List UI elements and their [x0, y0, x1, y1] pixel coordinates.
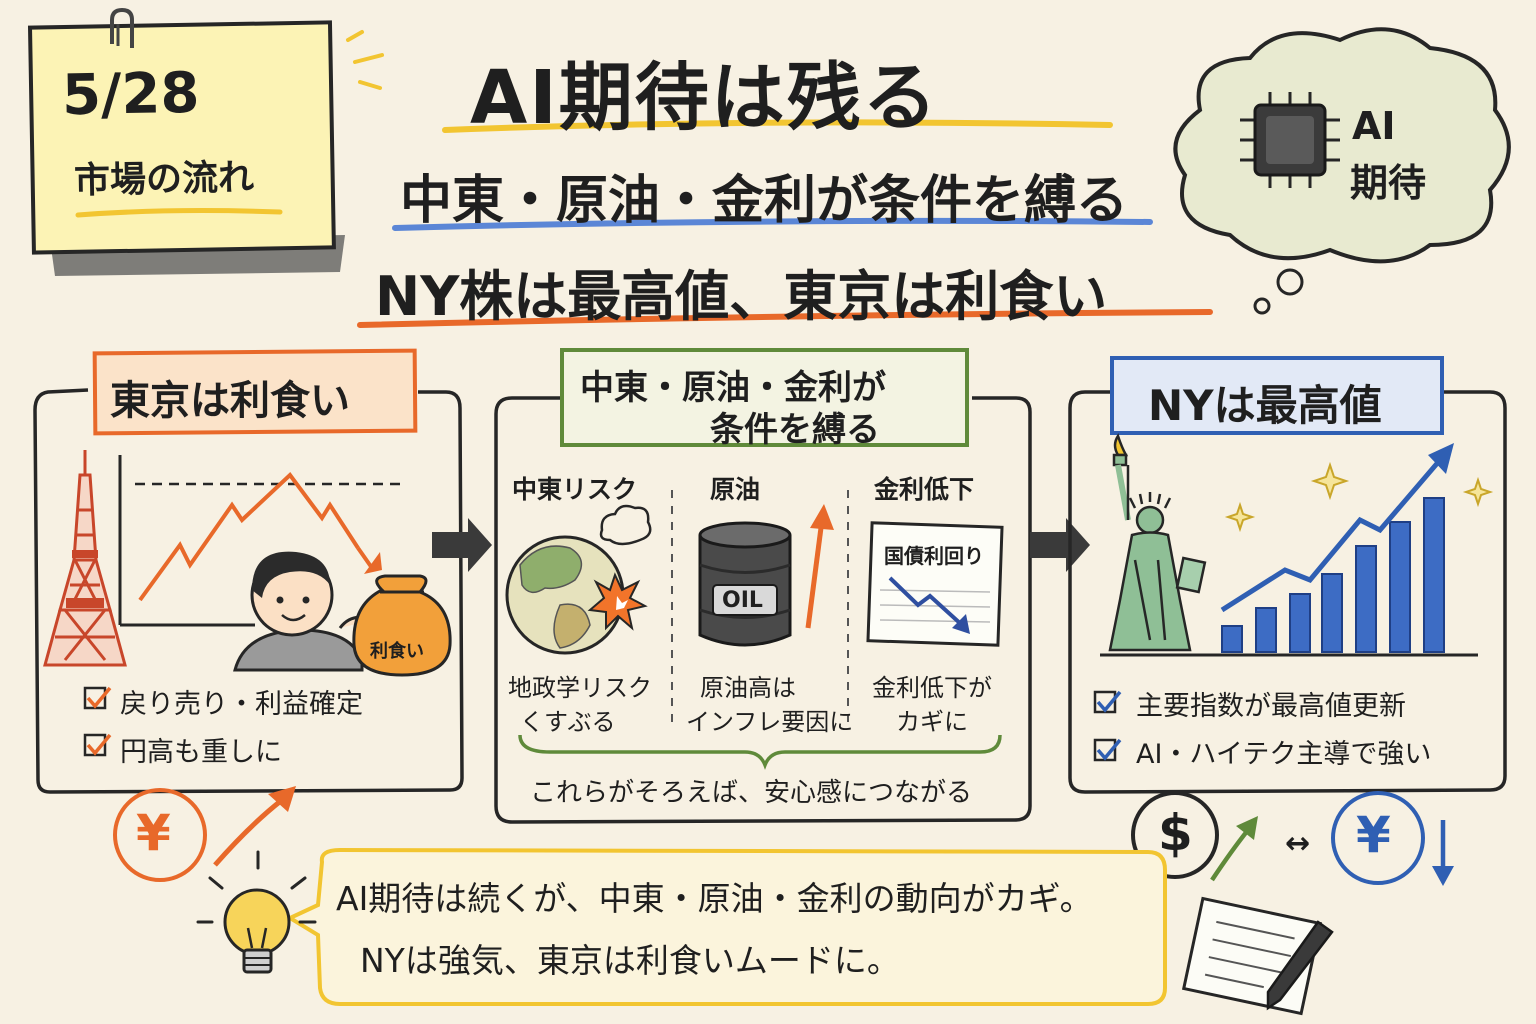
right-arrow-icon: [432, 518, 492, 572]
check-icon: [1093, 738, 1122, 762]
green-up-arrow-icon: [1210, 816, 1258, 882]
orange-up-arrow-icon: [213, 786, 296, 867]
col3-line2: カギに: [896, 708, 968, 736]
ny-bar-chart: [1221, 497, 1445, 653]
ny-yen-symbol: ¥: [1356, 806, 1391, 864]
middle-summary: これらがそろえば、安心感につながる: [530, 778, 973, 808]
middle-panel-title-line1: 中東・原油・金利が: [580, 368, 886, 408]
tokyo-yen-symbol: ¥: [136, 804, 171, 862]
tokyo-point-2: 円高も重しに: [120, 737, 282, 768]
col1-line2: くすぶる: [520, 708, 616, 736]
summary-callout: [196, 847, 1167, 1006]
page-title: AI期待は残る: [470, 55, 939, 141]
yen-coin-icon: [1331, 791, 1425, 885]
smoke-cloud-icon: [599, 504, 652, 546]
middle-panel: [494, 348, 1032, 824]
bubble-text-expect: 期待: [1350, 161, 1427, 205]
explosion-icon: [587, 572, 648, 631]
note-label: 市場の流れ: [73, 157, 255, 202]
bond-yield-document-icon: [866, 521, 1004, 647]
subtitle-1: 中東・原油・金利が条件を縛る: [400, 171, 1129, 231]
money-bag-icon: [352, 574, 452, 677]
ny-panel: [1068, 356, 1507, 886]
paperclip-icon: [110, 7, 134, 48]
col1-heading: 中東リスク: [512, 475, 638, 504]
subtitle-2: NY株は最高値、東京は利食い: [375, 265, 1108, 328]
col2-heading: 原油: [710, 475, 761, 504]
right-arrow-icon: [1030, 518, 1090, 572]
thought-bubble: [1173, 27, 1511, 315]
date-label: 5/28: [61, 60, 200, 129]
col2-line2: インフレ要因に: [686, 708, 854, 736]
money-bag-label: 利食い: [370, 641, 424, 662]
bottom-line-2: NYは強気、東京は利食いムードに。: [360, 941, 900, 980]
tokyo-point-1: 戻り売り・利益確定: [120, 689, 363, 720]
oil-barrel-icon: [698, 521, 792, 647]
dollar-coin-icon: [1131, 791, 1219, 879]
middle-panel-title-line2: 条件を縛る: [710, 410, 880, 450]
blue-down-arrow-icon: [1432, 820, 1454, 886]
tokyo-panel: [33, 348, 464, 882]
check-icon: [83, 686, 112, 710]
tokyo-panel-title: 東京は利食い: [110, 378, 350, 424]
col3-heading: 金利低下: [874, 475, 975, 504]
yen-coin-icon: [113, 788, 207, 882]
orange-up-arrow-icon: [805, 504, 834, 629]
spark-lines-icon: [346, 30, 384, 90]
tokyo-tower-icon: [43, 450, 127, 667]
bottom-line-1: AI期待は続くが、中東・原油・金利の動向がカギ。: [336, 879, 1093, 918]
check-icon: [83, 733, 112, 757]
ny-point-2: AI・ハイテク主導で強い: [1136, 739, 1432, 770]
notepad-pen-icon: [1181, 896, 1334, 1016]
person-icon: [233, 551, 373, 672]
statue-of-liberty-icon: [1108, 433, 1207, 652]
date-note-card: [27, 7, 345, 276]
bubble-text-ai: AI: [1352, 104, 1396, 148]
ny-panel-title: NYは最高値: [1148, 381, 1382, 430]
ai-chip-icon: [1240, 92, 1340, 188]
barrel-label: OIL: [722, 588, 763, 613]
col2-line1: 原油高は: [700, 674, 796, 702]
globe-icon: [505, 535, 625, 655]
ny-point-1: 主要指数が最高値更新: [1136, 691, 1406, 722]
blue-up-arrow-icon: [1220, 443, 1454, 613]
sparkle-icon: [1224, 461, 1494, 533]
bond-doc-label: 国債利回り: [884, 544, 984, 568]
check-icon: [1093, 690, 1122, 714]
dollar-symbol: $: [1158, 804, 1193, 862]
exchange-arrow: ↔: [1285, 826, 1311, 861]
col3-line1: 金利低下が: [872, 674, 992, 702]
lightbulb-icon: [196, 850, 317, 974]
col1-line1: 地政学リスク: [508, 674, 652, 702]
